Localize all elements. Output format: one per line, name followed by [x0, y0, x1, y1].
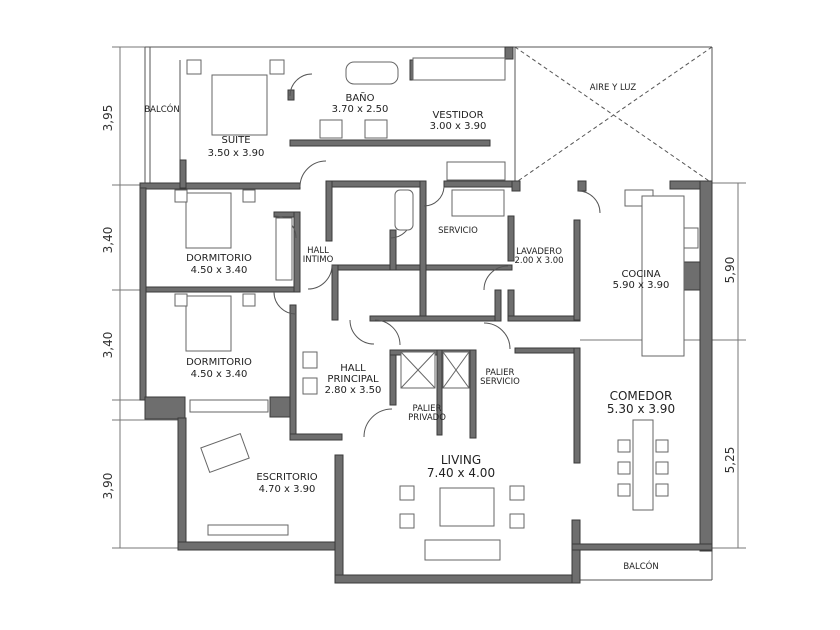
- dim-right-cocina: 5,90: [723, 257, 737, 284]
- label-hall-principal-2: PRINCIPAL: [327, 374, 379, 385]
- dorm1-bed: [185, 192, 232, 249]
- dim-right-comedor: 5,25: [723, 447, 737, 474]
- label-escritorio: ESCRITORIO: [256, 472, 317, 483]
- label-dormitorio2: DORMITORIO: [186, 357, 252, 368]
- label-palier-servicio-2: SERVICIO: [480, 377, 520, 387]
- dim-left-suite: 3,95: [101, 105, 115, 132]
- doors: [273, 73, 601, 438]
- dim-left-dorm2: 3,40: [101, 332, 115, 359]
- label-hall-principal-size: 2.80 x 3.50: [325, 385, 382, 396]
- label-suite: SUITE: [221, 135, 250, 146]
- label-aire-luz: AIRE Y LUZ: [590, 83, 637, 93]
- label-comedor: COMEDOR: [610, 389, 673, 403]
- dim-left-escritorio: 3,90: [101, 473, 115, 500]
- coffee-table: [439, 487, 495, 527]
- furniture: [174, 57, 699, 561]
- label-living: LIVING: [441, 453, 481, 467]
- label-dormitorio2-size: 4.50 x 3.40: [191, 369, 248, 380]
- desk: [200, 432, 250, 474]
- dim-left-dorm1: 3,40: [101, 227, 115, 254]
- label-palier-privado-1: PALIER: [413, 404, 442, 414]
- label-hall-principal-1: HALL: [340, 363, 366, 374]
- label-balcon-bottom: BALCÓN: [623, 560, 658, 572]
- label-bano: BAÑO: [345, 91, 374, 104]
- dining-table: [632, 419, 654, 511]
- label-cocina-size: 5.90 x 3.90: [613, 280, 670, 291]
- label-vestidor: VESTIDOR: [432, 110, 483, 121]
- label-dormitorio1: DORMITORIO: [186, 253, 252, 264]
- label-palier-privado-2: PRIVADO: [408, 413, 446, 423]
- label-balcon-top: BALCÓN: [144, 103, 179, 115]
- label-lavadero: LAVADERO: [516, 247, 562, 257]
- dorm2-bed: [185, 295, 232, 352]
- sofa: [424, 539, 501, 561]
- label-cocina: COCINA: [621, 269, 660, 280]
- label-vestidor-size: 3.00 x 3.90: [430, 121, 487, 132]
- label-palier-servicio-1: PALIER: [486, 368, 515, 378]
- label-living-size: 7.40 x 4.00: [427, 466, 495, 480]
- label-comedor-size: 5.30 x 3.90: [607, 402, 675, 416]
- suite-bed: [211, 74, 268, 136]
- label-suite-size: 3.50 x 3.90: [208, 148, 265, 159]
- label-bano-size: 3.70 x 2.50: [332, 104, 389, 115]
- label-escritorio-size: 4.70 x 3.90: [259, 484, 316, 495]
- label-hall-intimo-1: HALL: [307, 246, 329, 256]
- label-dormitorio1-size: 4.50 x 3.40: [191, 265, 248, 276]
- label-servicio: SERVICIO: [438, 226, 478, 236]
- thin-outlines: [139, 46, 713, 581]
- dimension-lines: [112, 46, 746, 549]
- bathtub: [345, 61, 399, 85]
- label-hall-intimo-2: INTIMO: [303, 255, 334, 265]
- label-lavadero-size: 2.00 X 3.00: [514, 256, 563, 266]
